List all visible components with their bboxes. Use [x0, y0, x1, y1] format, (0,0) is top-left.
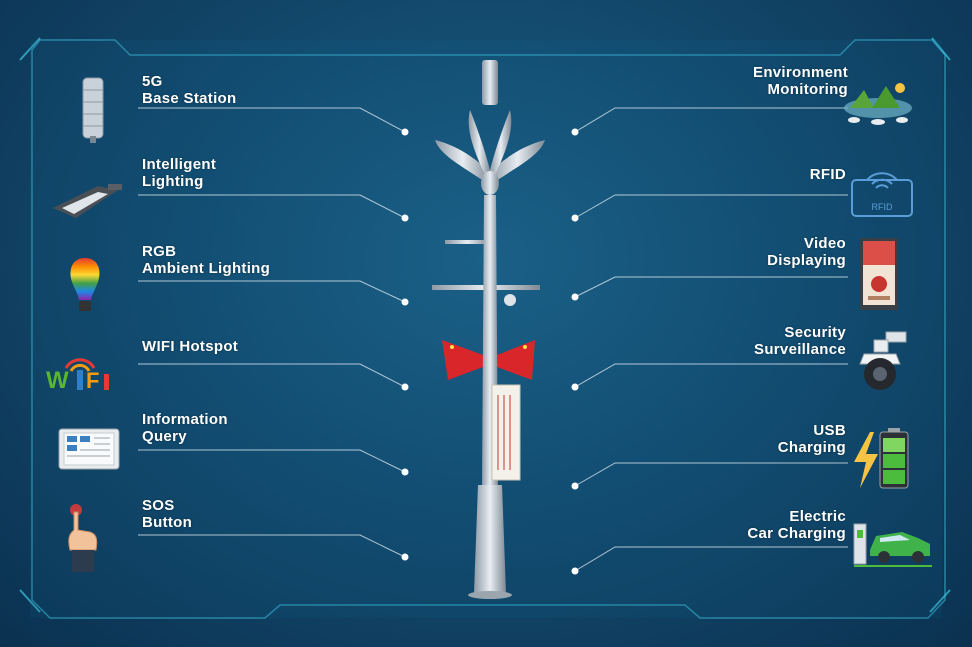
svg-text:RFID: RFID	[872, 202, 893, 212]
hand-press-icon	[68, 504, 98, 572]
feature-label-security: Security Surveillance	[754, 324, 846, 358]
wifi-icon: W F	[46, 358, 109, 392]
environment-icon	[844, 83, 912, 125]
smart-pole	[432, 60, 545, 599]
feature-label-wifi: WIFI Hotspot	[142, 338, 239, 355]
dome-camera-icon	[859, 331, 907, 390]
feature-label-information-query: Information Query	[142, 411, 228, 445]
feature-label-usb: USB Charging	[777, 422, 846, 456]
antenna-icon	[82, 77, 104, 143]
feature-label-intelligent-lighting: Intelligent Lighting	[142, 156, 217, 190]
feature-label-rfid: RFID	[809, 166, 846, 183]
tablet-icon	[58, 428, 120, 470]
feature-label-5g: 5G Base Station	[142, 73, 237, 107]
svg-text:W: W	[46, 367, 69, 392]
feature-label-ev: Electric Car Charging	[747, 508, 846, 542]
svg-text:F: F	[86, 368, 99, 392]
feature-label-environment: Environment Monitoring	[753, 64, 848, 98]
street-lamp-icon	[53, 184, 122, 218]
feature-label-sos: SOS Button	[142, 497, 193, 531]
feature-label-video: Video Displaying	[767, 235, 846, 269]
feature-label-rgb-lighting: RGB Ambient Lighting	[142, 243, 271, 277]
battery-bolt-icon	[854, 428, 909, 489]
rgb-bulb-icon	[70, 258, 100, 311]
display-icon	[860, 238, 898, 310]
rfid-icon: RFID	[851, 172, 913, 217]
electric-car-icon	[853, 523, 932, 567]
